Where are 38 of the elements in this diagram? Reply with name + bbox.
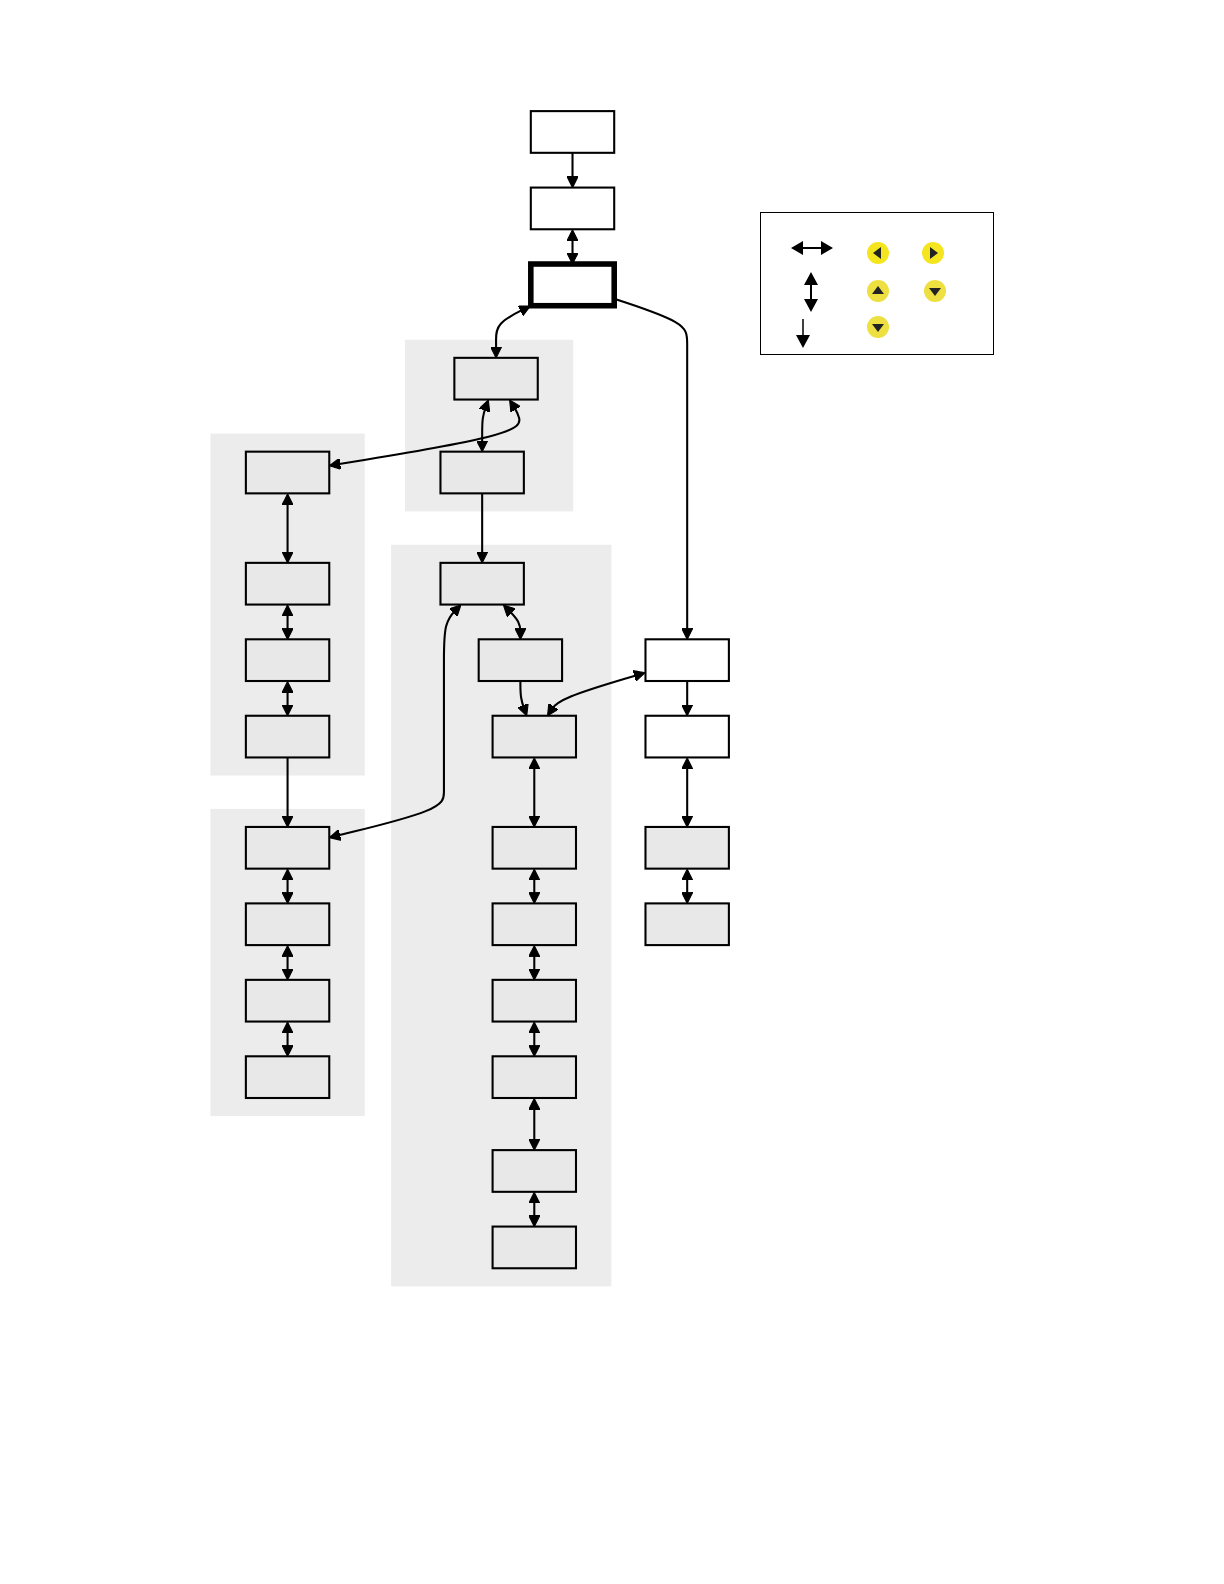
node-box <box>244 825 331 870</box>
node-box <box>529 186 616 231</box>
arrow <box>281 604 294 640</box>
node-box <box>244 561 331 606</box>
node-box <box>491 978 577 1023</box>
node-box <box>244 714 331 759</box>
node-box <box>244 902 331 947</box>
node-box <box>644 714 730 759</box>
node-box <box>491 825 577 870</box>
node-box <box>244 1055 331 1100</box>
arrow <box>281 868 294 904</box>
node-box <box>491 1149 577 1193</box>
arrow <box>528 1098 541 1151</box>
node-box <box>491 1055 577 1100</box>
node-box <box>453 356 539 401</box>
cluster <box>391 544 612 1287</box>
node-box <box>644 825 730 870</box>
arrow <box>502 604 527 640</box>
arrow <box>681 868 694 904</box>
cluster <box>210 433 365 776</box>
arrow <box>528 1021 541 1057</box>
node-box <box>439 450 525 495</box>
node-box <box>491 902 577 947</box>
node-box <box>477 638 564 683</box>
cluster <box>210 808 365 1117</box>
node-box <box>244 638 331 683</box>
node-box <box>491 714 577 759</box>
node-box <box>529 110 616 154</box>
node-box <box>244 978 331 1023</box>
node-box <box>644 638 730 683</box>
arrow <box>281 1021 294 1057</box>
node-box <box>491 1225 577 1270</box>
node-box <box>644 902 730 947</box>
node-box <box>244 450 331 495</box>
node-box <box>528 261 617 309</box>
cluster <box>405 339 574 512</box>
node-box <box>439 561 525 606</box>
arrow <box>528 868 541 904</box>
